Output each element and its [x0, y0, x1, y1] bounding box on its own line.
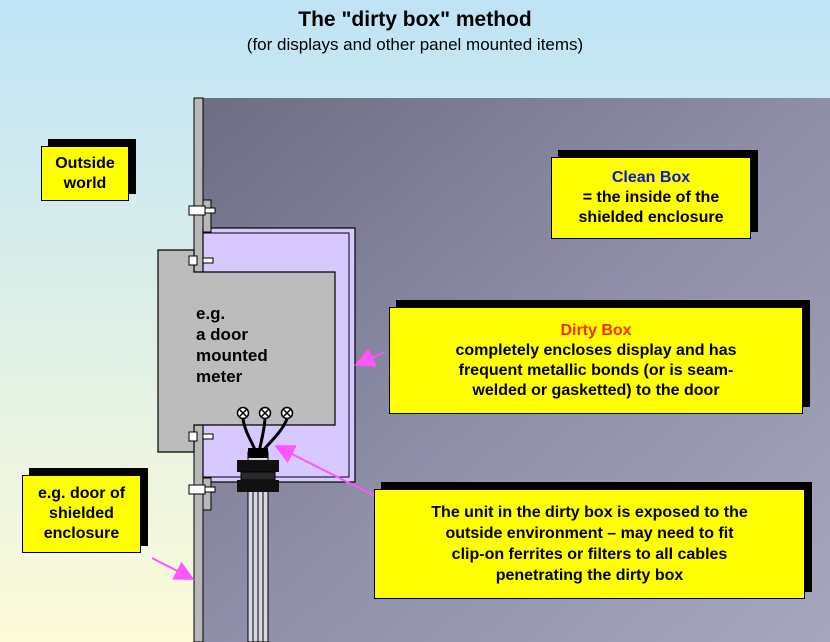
bolt-icon [188, 205, 216, 495]
arrow-to-dirty-box [354, 348, 386, 367]
ferrite-clip-icon [237, 460, 279, 492]
title-block: The "dirty box" method (for displays and… [0, 8, 830, 58]
meter-label-line: e.g. [196, 304, 226, 323]
cable-bundle [247, 448, 269, 642]
meter-label: e.g. a door mounted meter [196, 303, 316, 387]
clean-box-line: = the inside of the [582, 189, 720, 206]
arrow-to-cable [274, 445, 384, 501]
door-label-line: shielded [49, 505, 114, 522]
door-label-line: e.g. door of [37, 485, 126, 502]
meter-label-line: meter [196, 367, 243, 386]
unit-note-label: The unit in the dirty box is exposed to … [374, 489, 805, 599]
clean-box-label: Clean Box = the inside of the shielded e… [551, 157, 751, 239]
dirty-box-line: completely encloses display and has [455, 341, 737, 359]
dirty-box-label: Dirty Box completely encloses display an… [389, 307, 803, 414]
outside-world-label: Outside world [41, 146, 129, 201]
outside-world-line: world [63, 174, 107, 192]
door-label-line: enclosure [43, 525, 120, 542]
door-label: e.g. door of shielded enclosure [22, 475, 141, 553]
arrow-to-door [151, 557, 195, 580]
unit-note-line: The unit in the dirty box is exposed to … [431, 504, 748, 521]
unit-note-line: outside environment – may need to fit [445, 525, 734, 542]
clean-box-heading: Clean Box [611, 169, 691, 186]
terminal-screw-icon [236, 406, 294, 420]
clean-box-line: shielded enclosure [578, 209, 724, 226]
dirty-box-heading: Dirty Box [560, 321, 632, 339]
unit-note-line: penetrating the dirty box [495, 567, 684, 584]
outside-world-line: Outside [55, 154, 115, 172]
dirty-box-line: welded or gasketted) to the door [472, 381, 720, 399]
meter-label-line: mounted [196, 346, 268, 365]
page-title: The "dirty box" method [298, 8, 532, 31]
dirty-box-line: frequent metallic bonds (or is seam- [458, 361, 734, 379]
page-subtitle: (for displays and other panel mounted it… [246, 35, 584, 54]
unit-note-line: clip-on ferrites or filters to all cable… [451, 546, 728, 563]
meter-label-line: a door [196, 325, 248, 344]
